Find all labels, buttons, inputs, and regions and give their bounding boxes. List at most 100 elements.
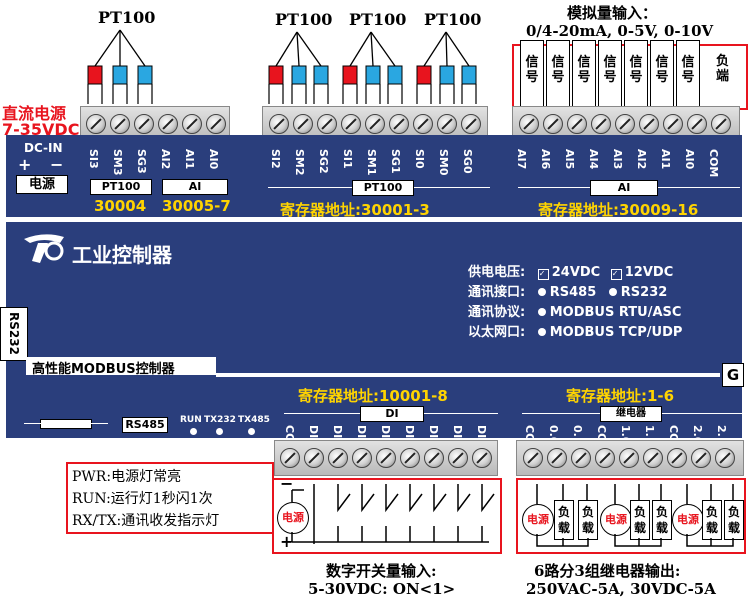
terminal-screw[interactable]	[667, 448, 687, 468]
ground-g-label: G	[722, 363, 744, 387]
terminal-screw[interactable]	[639, 114, 659, 134]
relay-load: 负载	[724, 500, 744, 540]
led-label-pwr: PWR	[180, 448, 204, 458]
pt100-box: PT100	[90, 179, 152, 195]
terminal-screw[interactable]	[687, 114, 707, 134]
terminal-screw[interactable]	[424, 448, 444, 468]
terminal-screw[interactable]	[691, 448, 711, 468]
terminal-screw[interactable]	[206, 114, 226, 134]
model-name: 高性能MODBUS控制器	[32, 362, 175, 377]
terminal-screw[interactable]	[448, 448, 468, 468]
terminal-screw[interactable]	[567, 114, 587, 134]
terminal-screw[interactable]	[663, 114, 683, 134]
terminal-screw[interactable]	[158, 114, 178, 134]
terminal-screw[interactable]	[413, 114, 433, 134]
rs232-side-label: RS232	[7, 312, 21, 355]
terminal-screw[interactable]	[711, 114, 731, 134]
dc-power-note: 直流电源	[2, 104, 67, 123]
rs485-ab-label: A+ B−	[122, 439, 169, 454]
terminal-screw[interactable]	[304, 448, 324, 468]
terminal-screw[interactable]	[595, 448, 615, 468]
terminal-screw[interactable]	[365, 114, 385, 134]
di-terminal-block	[274, 440, 498, 476]
terminal-screw[interactable]	[472, 448, 492, 468]
power-box: 电源	[16, 175, 68, 194]
di-caption-title: 数字开关量输入:	[326, 562, 437, 580]
plus-sign: +	[18, 155, 32, 174]
term-label: AI0	[207, 149, 220, 170]
terminal-screw[interactable]	[400, 448, 420, 468]
terminal-screw[interactable]	[269, 114, 289, 134]
rx485-led	[248, 438, 255, 445]
ai-box: AI	[162, 179, 228, 195]
term-label: SI3	[87, 149, 100, 169]
divider	[90, 423, 108, 424]
tx232-led	[216, 428, 223, 435]
terminal-screw[interactable]	[543, 114, 563, 134]
pt100-label-1: PT100	[349, 10, 407, 29]
terminal-screw[interactable]	[376, 448, 396, 468]
relay-caption-title: 6路分3组继电器输出:	[534, 562, 681, 580]
terminal-screw[interactable]	[523, 448, 543, 468]
signal-label: 信号	[650, 40, 674, 116]
term-label: AI1	[183, 149, 196, 170]
legend-pwr: PWR:电源灯常亮	[72, 469, 182, 485]
relay-load: 负载	[652, 500, 672, 540]
signal-label: 信号	[598, 40, 622, 116]
led-label-rx485: RX485	[238, 448, 271, 458]
terminal-screw[interactable]	[643, 448, 663, 468]
relay-wiring	[536, 484, 734, 547]
terminal-screw[interactable]	[293, 114, 313, 134]
term-label: SI2	[269, 149, 282, 169]
spec-row-power: 供电电压: ✓24VDC ✓12VDC	[468, 265, 674, 280]
terminal-screw[interactable]	[134, 114, 154, 134]
terminal-screw[interactable]	[437, 114, 457, 134]
divider	[24, 423, 42, 424]
terminal-screw[interactable]	[317, 114, 337, 134]
relay-load: 负载	[630, 500, 650, 540]
run-led	[190, 428, 197, 435]
terminal-screw[interactable]	[591, 114, 611, 134]
term-label: SG1	[389, 149, 402, 174]
separator	[6, 217, 742, 222]
rs485-box: RS485	[122, 417, 168, 433]
rj45-port[interactable]	[40, 419, 92, 429]
terminal-screw[interactable]	[280, 448, 300, 468]
term-label: AI2	[159, 149, 172, 170]
relay-load: 负载	[578, 500, 598, 540]
terminal-screw[interactable]	[519, 114, 539, 134]
controller-body: DC-IN + − 电源 SI3 SM3 SG3 AI2 AI1 AI0 PT1…	[0, 135, 744, 461]
register-30004: 30004	[94, 197, 147, 215]
terminal-screw[interactable]	[389, 114, 409, 134]
terminal-screw[interactable]	[110, 114, 130, 134]
rs232-port[interactable]: RS232	[0, 307, 28, 361]
terminal-screw[interactable]	[615, 114, 635, 134]
di-switch-wiring	[291, 484, 495, 544]
relay-terminal-block	[516, 440, 744, 476]
mid-register: 寄存器地址:30001-3	[280, 201, 430, 219]
relay-caption-spec: 250VAC-5A, 30VDC-5A	[526, 580, 716, 598]
terminal-screw[interactable]	[352, 448, 372, 468]
term-label: AI2	[635, 149, 648, 170]
term-label: AI6	[539, 149, 552, 170]
term-label: SG3	[135, 149, 148, 174]
analog-signal-box: 信号 信号 信号 信号 信号 信号 信号 负端	[512, 40, 748, 116]
terminal-screw[interactable]	[341, 114, 361, 134]
terminal-screw[interactable]	[328, 448, 348, 468]
terminal-screw[interactable]	[86, 114, 106, 134]
pt100-label-left: PT100	[98, 8, 156, 27]
term-label: SI1	[341, 149, 354, 169]
terminal-screw[interactable]	[571, 448, 591, 468]
term-label: AI5	[563, 149, 576, 170]
register-30005-7: 30005-7	[162, 197, 231, 215]
term-label: AI1	[659, 149, 672, 170]
pwr-led	[190, 438, 197, 445]
terminal-screw[interactable]	[182, 114, 202, 134]
term-label: SM1	[365, 149, 378, 176]
terminal-screw[interactable]	[715, 448, 735, 468]
led-label-tx485: TX485	[238, 415, 270, 425]
terminal-screw[interactable]	[461, 114, 481, 134]
pt100-label-2: PT100	[275, 10, 333, 29]
terminal-screw[interactable]	[619, 448, 639, 468]
terminal-screw[interactable]	[547, 448, 567, 468]
